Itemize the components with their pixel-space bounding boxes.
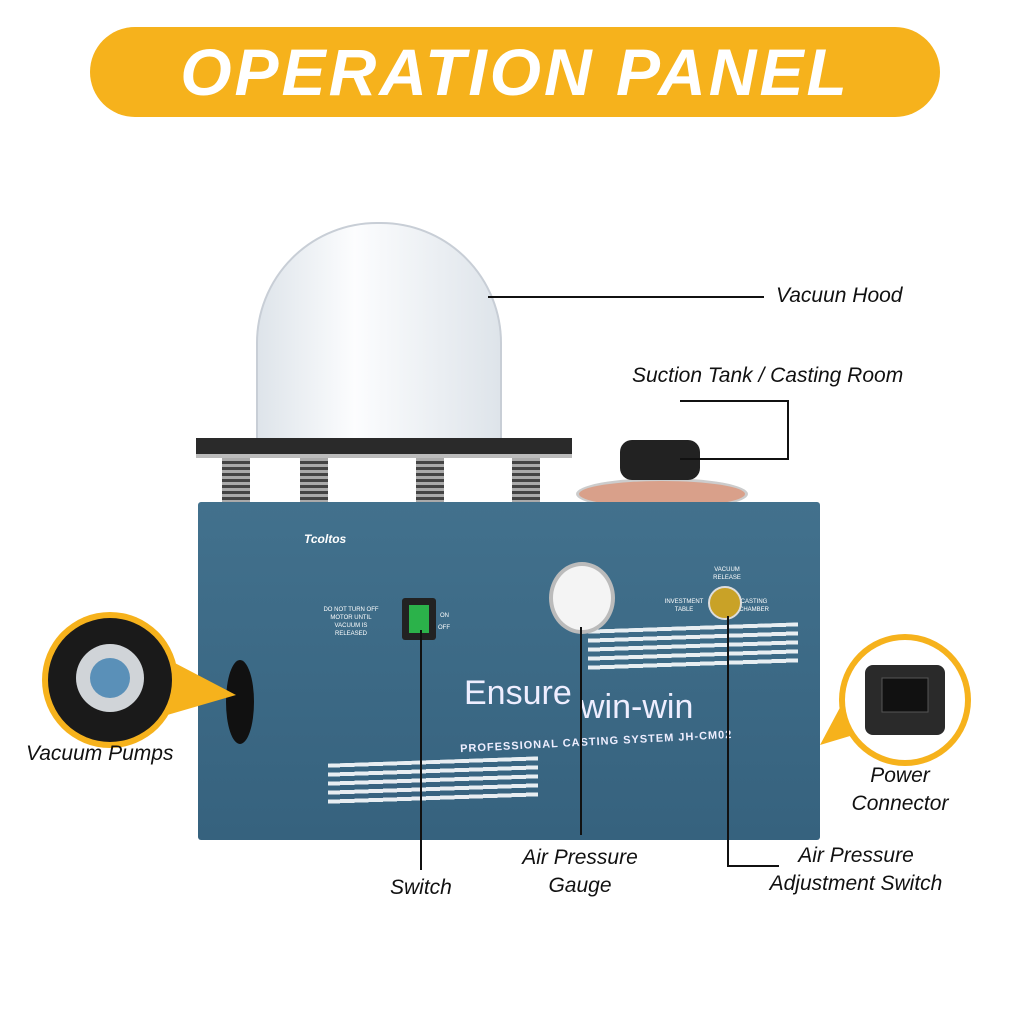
label-line: Air Pressure <box>798 844 914 867</box>
slogan-ensure: Ensure <box>464 674 572 712</box>
warning-text: DO NOT TURN OFF MOTOR UNTIL VACUUM IS RE… <box>323 607 379 637</box>
leader-line <box>488 296 764 298</box>
label-line: Air Pressure <box>522 846 638 869</box>
leader-line <box>420 630 422 870</box>
decor-stripes <box>588 622 798 674</box>
leader-line <box>680 400 788 402</box>
machine-body: Tcoltos DO NOT TURN OFF MOTOR UNTIL VACU… <box>198 502 820 840</box>
vacuum-plate <box>196 438 572 458</box>
decor-stripes <box>328 756 538 808</box>
leader-line <box>580 627 582 835</box>
adjustment-valve[interactable] <box>708 586 742 620</box>
slogan-win-win: win-win <box>580 688 694 726</box>
label-suction-tank: Suction Tank / Casting Room <box>632 364 904 387</box>
vacuum-hood <box>256 222 502 444</box>
spring <box>416 458 444 502</box>
label-switch: Switch <box>390 876 452 899</box>
switch-on-label: ON <box>440 613 449 619</box>
valve-investment-label: INVESTMENT TABLE <box>664 599 704 613</box>
leader-line <box>727 865 779 867</box>
label-vacuum-pumps: Vacuum Pumps <box>26 742 174 765</box>
spring <box>300 458 328 502</box>
switch-off-label: OFF <box>438 625 450 631</box>
brand-logo: Tcoltos <box>304 532 347 546</box>
valve-release-label: VACUUM RELEASE <box>713 567 741 581</box>
banner-title: OPERATION PANEL <box>180 35 850 109</box>
label-line: Power <box>870 764 930 787</box>
air-pressure-gauge <box>549 562 615 634</box>
label-line: Adjustment Switch <box>769 872 943 895</box>
label-vacuum-hood: Vacuun Hood <box>776 284 903 307</box>
leader-line <box>787 400 789 460</box>
label-line: Connector <box>851 792 949 815</box>
leader-line <box>680 458 788 460</box>
vacuum-pump-callout <box>42 612 236 748</box>
title-banner: OPERATION PANEL <box>90 27 940 117</box>
pump-opening <box>226 660 254 744</box>
spring <box>512 458 540 502</box>
model-name: PROFESSIONAL CASTING SYSTEM JH-CM02 <box>459 728 733 756</box>
leader-line <box>727 616 729 866</box>
label-line: Gauge <box>548 874 612 897</box>
power-connector-callout <box>820 634 971 766</box>
power-switch[interactable] <box>402 598 436 640</box>
casting-chamber-cap <box>620 440 700 480</box>
spring <box>222 458 250 502</box>
valve-casting-label: CASTING CHAMBER <box>738 599 769 613</box>
